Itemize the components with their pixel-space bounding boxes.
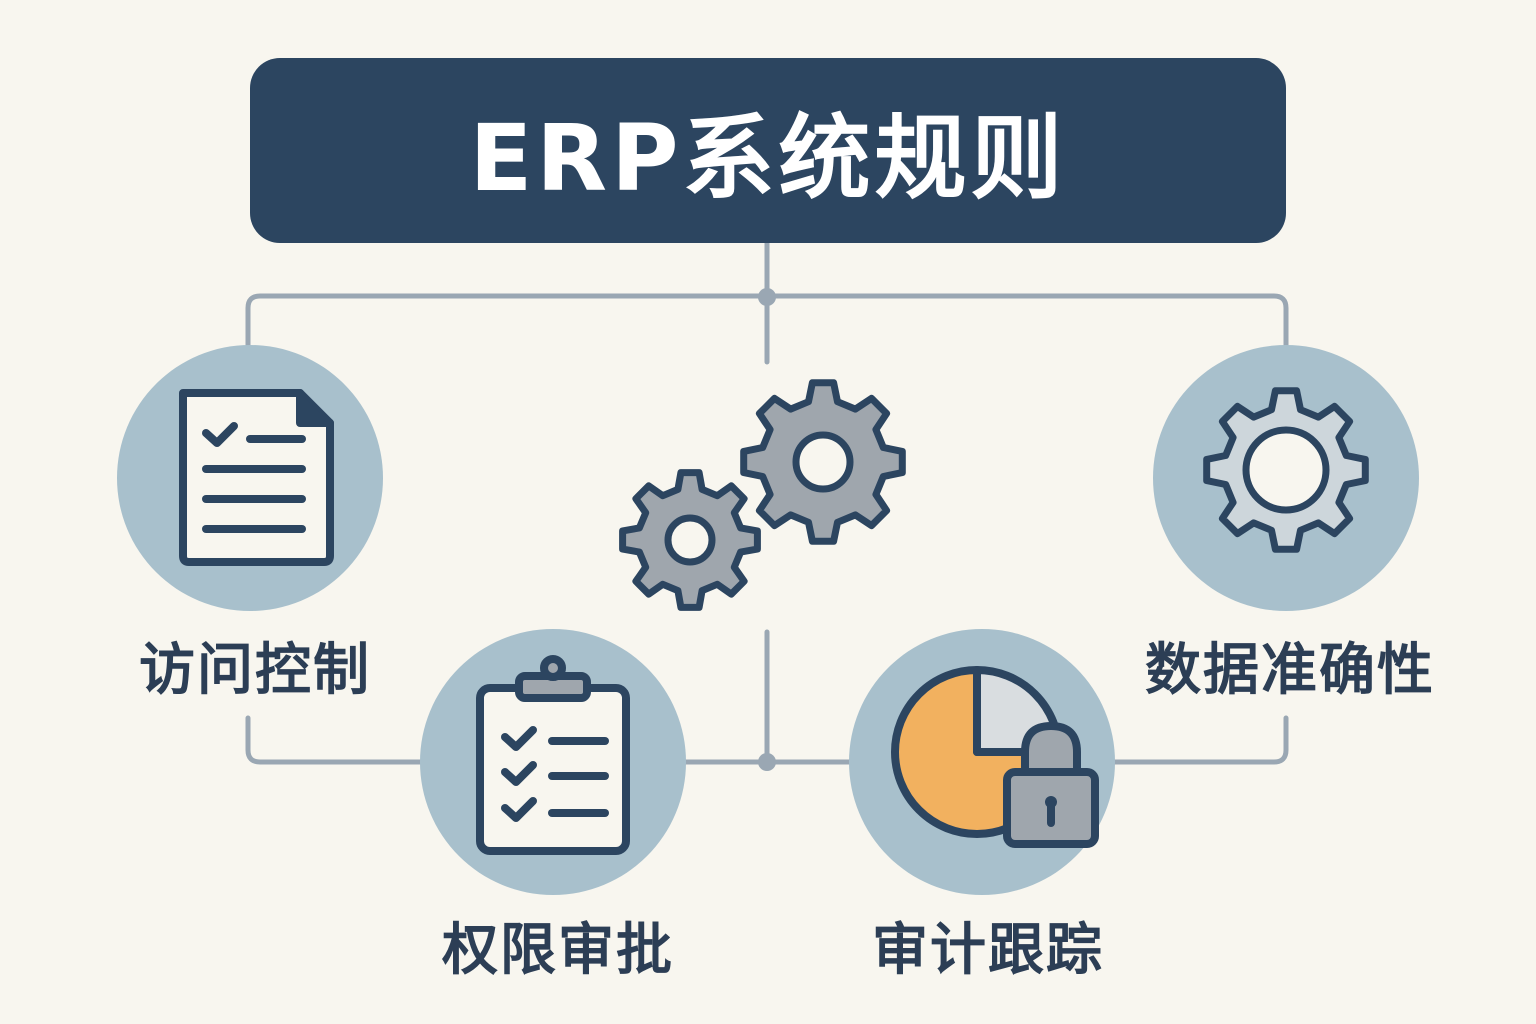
gears-icon: [619, 379, 906, 611]
clipboard-checklist-icon: [476, 655, 630, 855]
label-access-control: 访问控制: [139, 638, 371, 703]
page-title: ERP系统规则: [469, 105, 1067, 212]
pie-chart-lock-icon: [891, 666, 1099, 848]
title-box: ERP系统规则: [250, 58, 1286, 243]
label-permission-approval: 权限审批: [442, 918, 674, 983]
accuracy-gear-icon: [1203, 387, 1369, 553]
gear-icon: [1203, 387, 1369, 553]
label-audit-trail: 审计跟踪: [872, 918, 1104, 983]
document-checklist-icon: [179, 389, 334, 566]
large-gear-icon: [740, 379, 906, 545]
label-data-accuracy: 数据准确性: [1145, 638, 1435, 703]
connector-node-bottom: [758, 753, 776, 771]
connector-node-top: [758, 288, 776, 306]
small-gear-icon: [619, 469, 761, 611]
